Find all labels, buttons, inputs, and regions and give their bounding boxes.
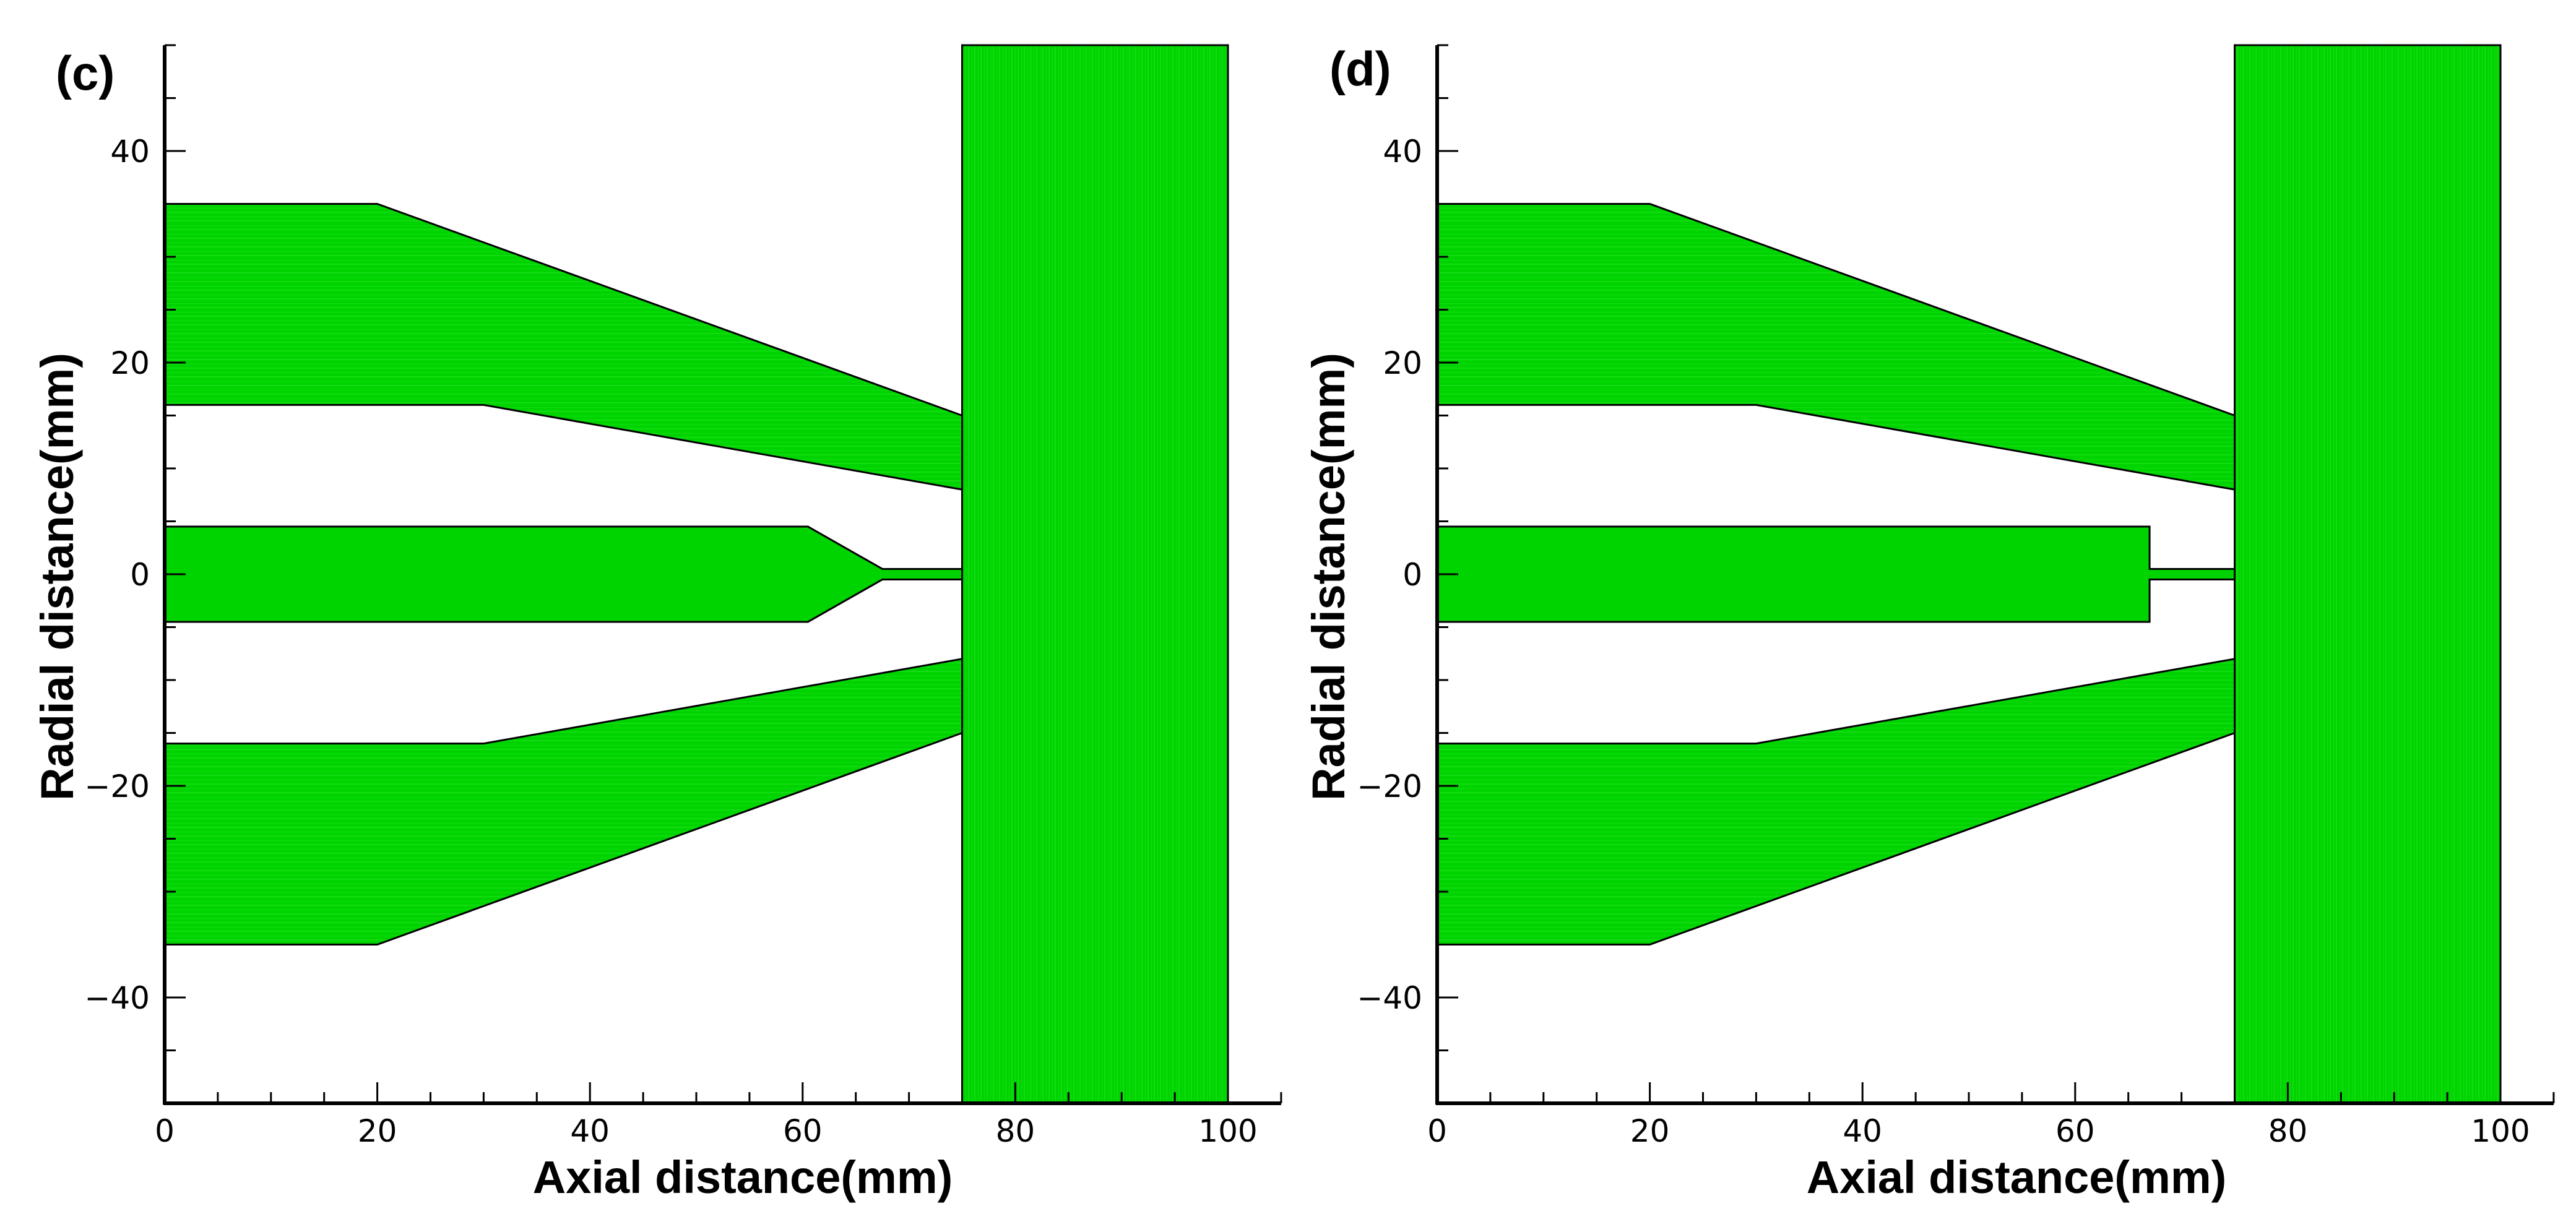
x-tick-label: 100: [2471, 1113, 2530, 1149]
plot-area-d: [1436, 44, 2502, 1105]
outer-lower-region-d: [1436, 658, 2236, 945]
y-tick-label: 40: [1383, 134, 1422, 170]
outer-lower-region-c: [163, 658, 963, 945]
y-axis-title-d: Radial distance(mm): [1303, 353, 1354, 801]
y-tick-label: 20: [1383, 345, 1422, 381]
x-tick-label: 60: [2055, 1113, 2095, 1149]
axes-d: 0 20 40 60 80 100 −40 −20 0 20 40: [1357, 44, 2555, 1149]
plot-area-c: [163, 44, 1229, 1105]
center-body-region-c: [163, 525, 963, 623]
x-tick-label: 20: [358, 1113, 397, 1149]
center-body-region-d: [1436, 525, 2236, 623]
outer-upper-region-c: [163, 203, 963, 491]
chamber-region-c: [961, 44, 1229, 1105]
x-tick-label: 60: [783, 1113, 823, 1149]
x-tick-label: 0: [155, 1113, 175, 1149]
y-axis-title-c: Radial distance(mm): [32, 353, 83, 801]
axes-c: 0 20 40 60 80 100 −40 −20 0 20 40: [84, 44, 1282, 1149]
x-tick-label: 0: [1427, 1113, 1447, 1149]
x-tick-label: 80: [996, 1113, 1035, 1149]
y-tick-label: −40: [1357, 980, 1422, 1016]
x-tick-label: 40: [1843, 1113, 1882, 1149]
y-tick-label: −40: [84, 980, 150, 1016]
panel-d: (d) Radial distance(mm) Axial distance(m…: [1303, 41, 2555, 1203]
y-tick-label: 20: [110, 345, 150, 381]
panel-c: (c) Radial distance(mm) Axial distance(m…: [32, 44, 1282, 1203]
x-tick-label: 20: [1630, 1113, 1670, 1149]
panel-label-c: (c): [56, 46, 115, 100]
panel-label-d: (d): [1329, 41, 1391, 96]
y-tick-label: −20: [1357, 769, 1422, 804]
x-axis-title-d: Axial distance(mm): [1807, 1152, 2227, 1203]
x-tick-label: 80: [2268, 1113, 2308, 1149]
x-tick-label: 100: [1198, 1113, 1257, 1149]
y-tick-label: 0: [1403, 557, 1422, 593]
chamber-region-d: [2234, 44, 2502, 1105]
x-tick-label: 40: [570, 1113, 610, 1149]
x-axis-title-c: Axial distance(mm): [533, 1152, 953, 1203]
outer-upper-region-d: [1436, 203, 2236, 491]
y-tick-label: −20: [84, 769, 150, 804]
y-tick-label: 40: [110, 134, 150, 170]
y-tick-label: 0: [130, 557, 150, 593]
